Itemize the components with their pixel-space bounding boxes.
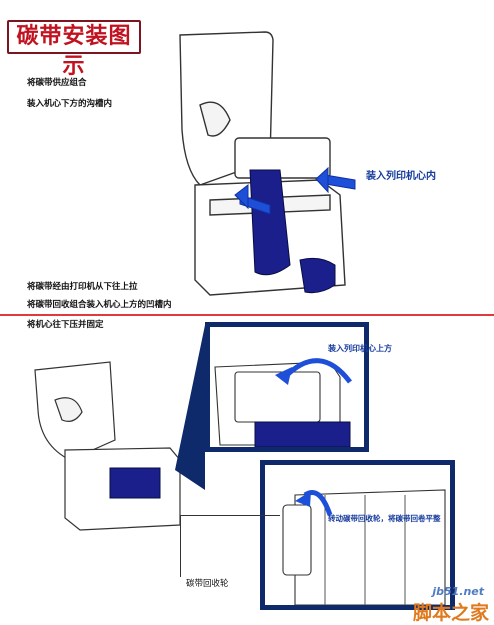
- ribbon-roll: [254, 421, 351, 448]
- ribbon: [249, 169, 291, 276]
- callout-line: [180, 515, 280, 516]
- printer-bottom-illustration: [34, 361, 181, 531]
- step2-caption-line2: 将碳带回收组合装入机心上方的凹槽内: [27, 300, 172, 310]
- wheel-label: 转动碳带回收轮，将碳带回卷平整: [328, 514, 441, 523]
- step1-arrow-label: 装入列印机心内: [366, 171, 436, 182]
- inset-top: [205, 322, 369, 452]
- rotate-arrow-icon: [283, 358, 352, 384]
- step1-caption-line2: 装入机心下方的沟槽内: [27, 99, 113, 109]
- step2-caption-line1: 将碳带经由打印机从下往上拉: [27, 282, 138, 292]
- ribbon-supply-roll: [234, 137, 331, 179]
- rewind-wheel: [282, 504, 312, 576]
- step1-caption-line1: 将碳带供应组合: [27, 78, 87, 88]
- step2-caption-line3: 将机心往下压并固定: [27, 320, 104, 330]
- inset-label: 装入列印机心上方: [328, 344, 392, 353]
- ribbon: [109, 467, 161, 499]
- watermark-site: jb51.net: [432, 585, 484, 598]
- watermark-brand: 脚本之家: [412, 602, 489, 624]
- section-divider: [0, 314, 494, 316]
- printer-top-illustration: [179, 31, 356, 296]
- inset-bottom: [260, 460, 455, 610]
- callout-label: 碳带回收轮: [186, 579, 229, 589]
- zoom-connector: [175, 325, 205, 490]
- page-title: 碳带安装图示: [7, 20, 141, 79]
